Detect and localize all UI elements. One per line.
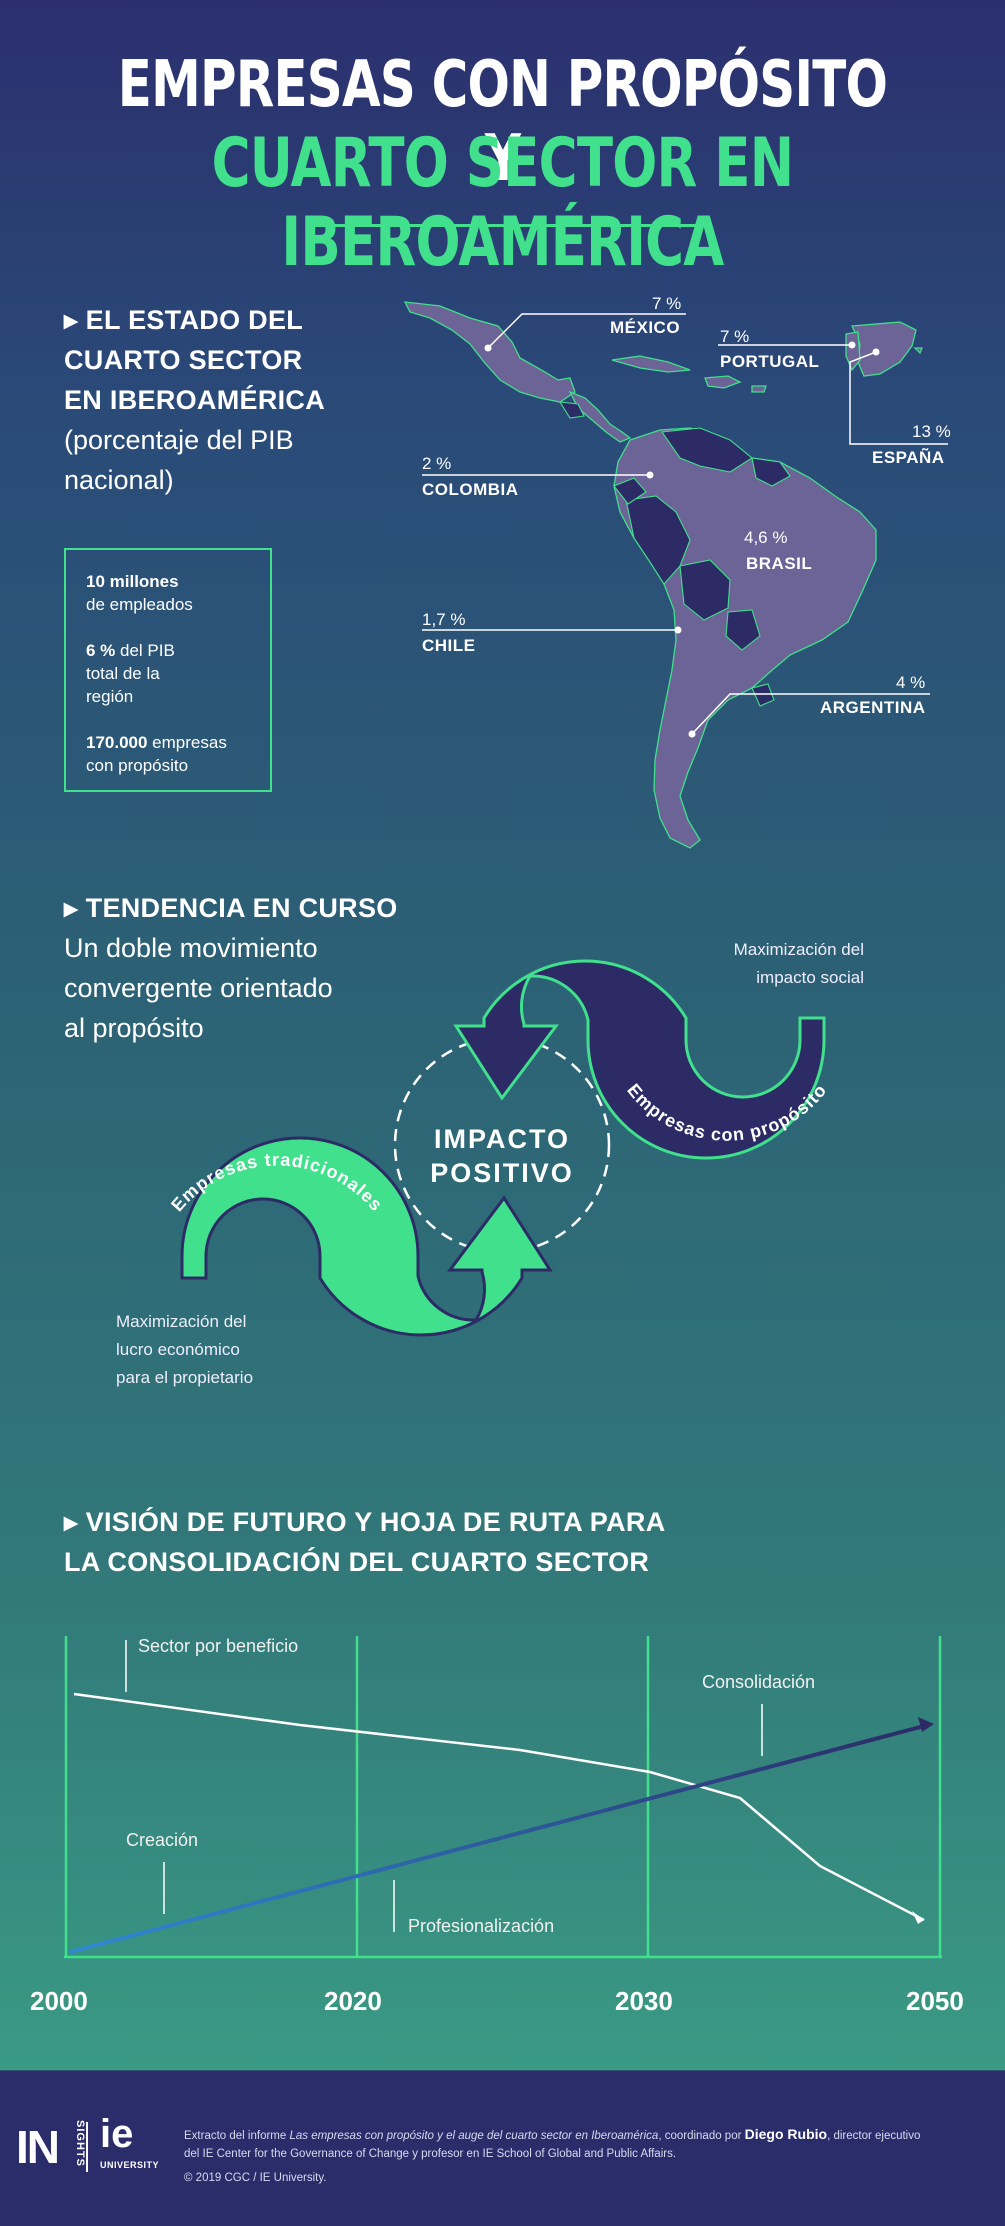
label-consolidacion: Consolidación bbox=[702, 1672, 816, 1692]
convergence-diagram: Empresas con propósito Empresas tradicio… bbox=[180, 959, 826, 1337]
ie-university-label: UNIVERSITY bbox=[100, 2160, 160, 2170]
section1-heading: ▸ EL ESTADO DEL CUARTO SECTOR EN IBEROAM… bbox=[64, 305, 326, 495]
section2-heading: ▸ TENDENCIA EN CURSO Un doble movimiento… bbox=[64, 893, 398, 1043]
label-brasil: BRASIL bbox=[746, 554, 813, 573]
label-chile: CHILE bbox=[422, 636, 476, 655]
latin-america-map bbox=[403, 301, 948, 849]
map-cuba bbox=[611, 355, 691, 373]
map-uruguay bbox=[751, 683, 775, 707]
map-guatemala bbox=[558, 401, 585, 419]
map-hispaniola bbox=[704, 375, 742, 389]
pct-argentina: 4 % bbox=[896, 673, 926, 692]
label-argentina: ARGENTINA bbox=[820, 698, 926, 717]
map-ecuador bbox=[613, 477, 647, 505]
map-bolivia bbox=[679, 559, 731, 621]
insights-logo: IN SIGHTS bbox=[16, 2120, 86, 2173]
footer-copyright: © 2019 CGC / IE University. bbox=[184, 2172, 327, 2184]
map-venezuela bbox=[661, 427, 753, 473]
title-divider bbox=[310, 224, 696, 227]
label-sector-beneficio: Sector por beneficio bbox=[138, 1636, 299, 1656]
footer-credits: Extracto del informe Las empresas con pr… bbox=[184, 2126, 921, 2160]
pct-brasil: 4,6 % bbox=[744, 528, 788, 547]
label-profesionalizacion: Profesionalización bbox=[408, 1916, 555, 1936]
section3-heading: ▸ VISIÓN DE FUTURO Y HOJA DE RUTA PARA L… bbox=[64, 1507, 666, 1577]
label-impacto-social: Maximización del impacto social bbox=[733, 940, 864, 987]
navy-curve bbox=[453, 959, 826, 1160]
map-guianas bbox=[751, 457, 791, 487]
year-2030: 2030 bbox=[615, 1986, 673, 2016]
impact-center-label: IMPACTO POSITIVO bbox=[430, 1124, 574, 1188]
title-line-1: EMPRESAS CON PROPÓSITO Y bbox=[117, 48, 888, 196]
map-central-america bbox=[568, 390, 632, 443]
leader-mexico bbox=[487, 313, 686, 349]
pct-chile: 1,7 % bbox=[422, 610, 466, 629]
label-creacion: Creación bbox=[126, 1830, 199, 1850]
line-sector-beneficio bbox=[73, 1692, 925, 1922]
map-portugal bbox=[845, 331, 861, 372]
ie-logo: ie bbox=[100, 2112, 134, 2156]
map-mexico bbox=[403, 301, 576, 403]
map-baleares bbox=[913, 347, 923, 355]
line-cuarto-sector bbox=[69, 1724, 925, 1954]
map-paraguay bbox=[725, 609, 761, 651]
year-2000: 2000 bbox=[30, 1986, 88, 2016]
pct-portugal: 7 % bbox=[720, 327, 750, 346]
label-portugal: PORTUGAL bbox=[720, 352, 820, 371]
pct-espana: 13 % bbox=[912, 422, 951, 441]
roadmap-timeline bbox=[64, 1636, 942, 1959]
label-mexico: MÉXICO bbox=[610, 318, 681, 337]
label-espana: ESPAÑA bbox=[872, 448, 945, 467]
year-2050: 2050 bbox=[906, 1986, 964, 2016]
green-curve bbox=[180, 1136, 553, 1337]
label-lucro-economico: Maximización del lucro económico para el… bbox=[116, 1312, 254, 1387]
logo-divider bbox=[86, 2122, 88, 2172]
year-2020: 2020 bbox=[324, 1986, 382, 2016]
map-puerto-rico bbox=[751, 385, 767, 393]
title-line-2: CUARTO SECTOR EN IBEROAMÉRICA bbox=[211, 124, 794, 282]
leader-argentina bbox=[691, 693, 930, 735]
leader-espana bbox=[849, 351, 948, 445]
label-colombia: COLOMBIA bbox=[422, 480, 519, 499]
pct-colombia: 2 % bbox=[422, 454, 452, 473]
pct-mexico: 7 % bbox=[652, 294, 682, 313]
